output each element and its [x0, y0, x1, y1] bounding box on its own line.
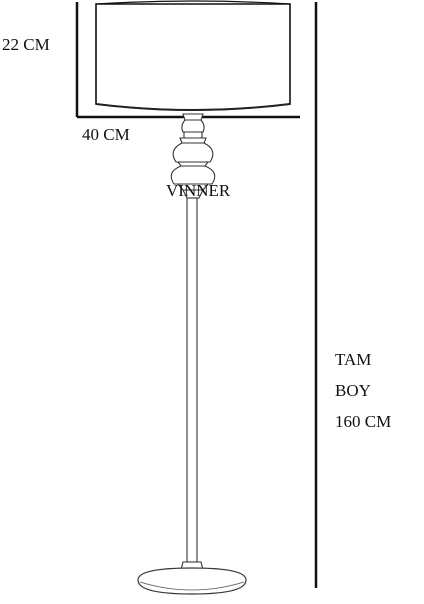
- total-height-label-line-3: 160 CM: [335, 412, 392, 431]
- total-height-label-line-2: BOY: [335, 381, 371, 400]
- lamp-shade: [95, 0, 291, 111]
- total-height-label-line-1: TAM: [335, 350, 372, 369]
- shade-width-label: 40 CM: [82, 125, 130, 144]
- lamp-base: [137, 567, 247, 595]
- product-name-label: VINNER: [166, 181, 231, 200]
- lamp-pole: [186, 197, 198, 563]
- lamp-turned-body: [170, 137, 216, 199]
- shade-height-label: 22 CM: [2, 35, 50, 54]
- lamp-socket: [181, 113, 205, 139]
